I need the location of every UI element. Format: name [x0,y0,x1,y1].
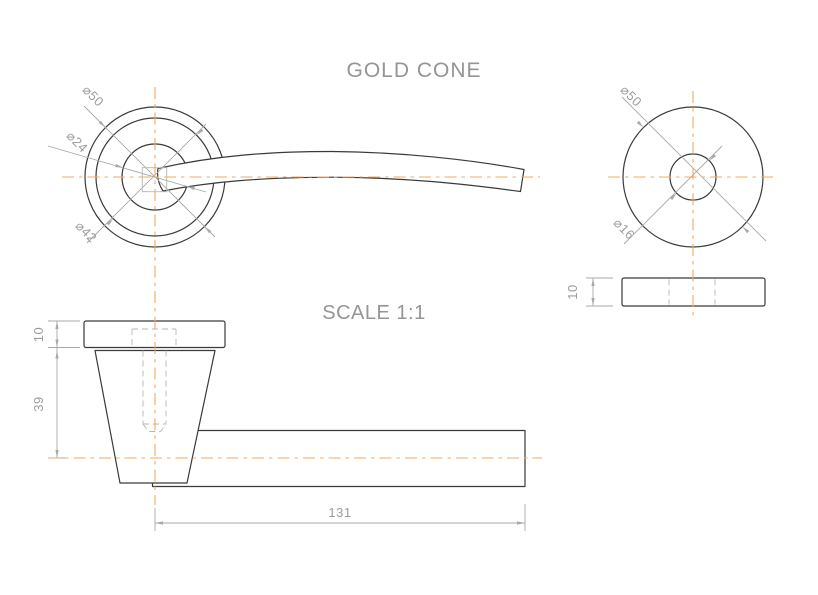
dia16-dimension-line [623,145,723,245]
arrow-icon [155,521,163,525]
arrow-icon [55,321,59,329]
arrow-icon [204,226,212,234]
drawing-title: GOLD CONE [346,59,481,82]
neck-height-label: 39 [31,396,46,411]
arrow-icon [98,120,106,128]
arrow-icon [709,153,717,161]
dia50-dimension-line [83,105,216,238]
rose-side-view: 10 [565,277,766,307]
dia50-dimension-line [621,96,767,242]
handle-front-view: ⌀50 ⌀24 ⌀42 [47,82,525,248]
arrow-icon [55,339,59,348]
handle-side-view: 10 39 131 [31,320,526,531]
arrow-icon [591,298,595,306]
centerlines [48,87,778,505]
arrow-icon [591,278,595,286]
lever-length-label: 131 [328,505,351,520]
arrow-icon [186,186,195,190]
arrow-icon [106,218,114,226]
arrow-icon [55,350,59,359]
arrow-icon [196,128,204,136]
screw-tip-hidden-line [142,423,167,432]
dia42-label: ⌀42 [72,218,99,245]
arrow-icon [669,193,677,201]
dia16-label: ⌀16 [610,215,637,242]
dia50-label: ⌀50 [79,82,106,109]
rose-thickness-label: 10 [31,327,46,342]
rose-thickness-label: 10 [565,284,580,299]
arrow-icon [636,120,644,128]
scale-label: SCALE 1:1 [322,302,425,324]
arrow-icon [742,226,750,234]
arrow-icon [115,164,124,168]
arrow-icon [55,450,59,458]
cone-neck-outline [94,349,216,484]
lever-front-outline [156,150,525,193]
arrow-icon [517,521,525,525]
dia24-dimension-line [47,145,207,193]
rose-front-view: ⌀50 ⌀16 [610,82,767,248]
dia50-label: ⌀50 [617,82,644,109]
